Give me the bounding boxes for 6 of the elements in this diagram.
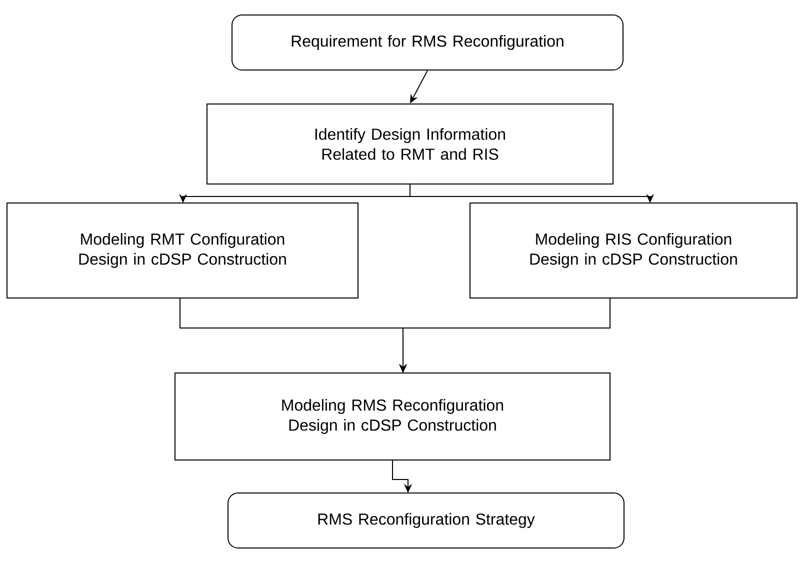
process-box: Modeling RMT Configuration Design in cDSP Construction [6,202,358,298]
process-box: Identify Design Information Related to RMT and RIS [206,104,614,184]
terminal-box: Requirement for RMS Reconfiguration [232,14,624,70]
terminal-box: RMS Reconfiguration Strategy [228,492,624,548]
process-box: Modeling RMS Reconfiguration Design in cDSP Construction [174,372,610,460]
process-box: Modeling RIS Configuration Design in cDSP Construction [470,202,798,298]
